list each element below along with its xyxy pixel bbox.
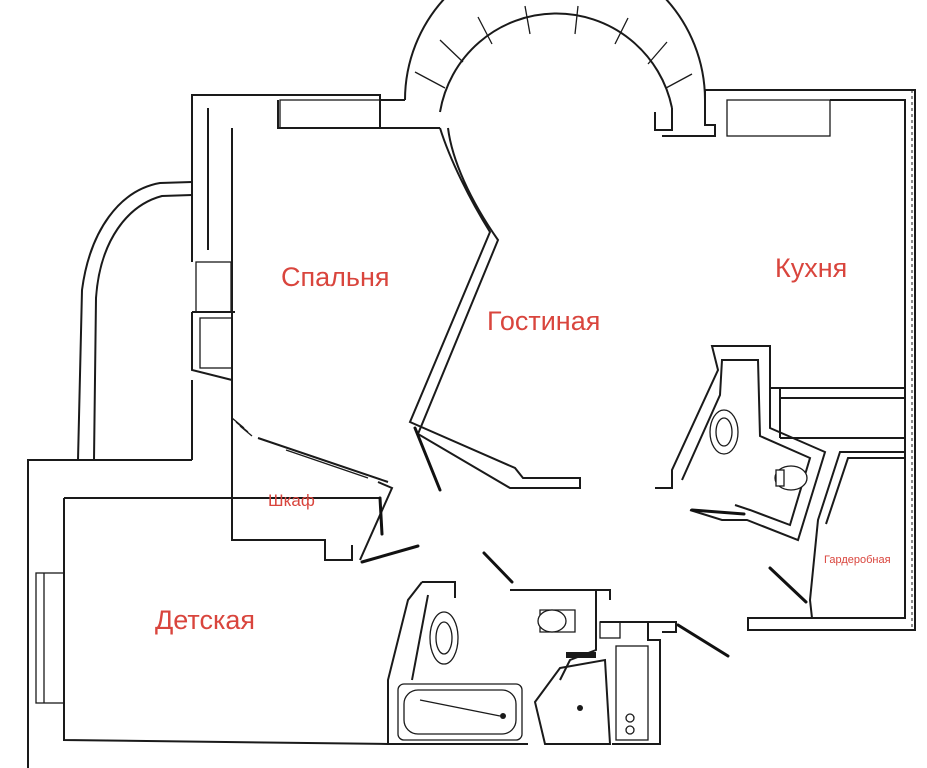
kitchen-walls bbox=[747, 346, 771, 630]
bathroom-lower bbox=[387, 581, 677, 745]
living-room-label: Гостиная bbox=[487, 306, 601, 336]
bay-window bbox=[404, 0, 706, 113]
kitchen-label: Кухня bbox=[775, 253, 848, 283]
wardrobe-label: Гардеробная bbox=[824, 554, 891, 566]
kids-room-label: Детская bbox=[155, 605, 256, 635]
bedroom-label: Спальня bbox=[281, 262, 390, 292]
closet-label: Шкаф bbox=[268, 491, 315, 510]
bedroom-walls bbox=[231, 128, 394, 561]
door-swings bbox=[360, 426, 808, 658]
outer-walls bbox=[27, 89, 916, 768]
center-wall bbox=[408, 127, 581, 489]
bathroom-right bbox=[655, 345, 905, 619]
